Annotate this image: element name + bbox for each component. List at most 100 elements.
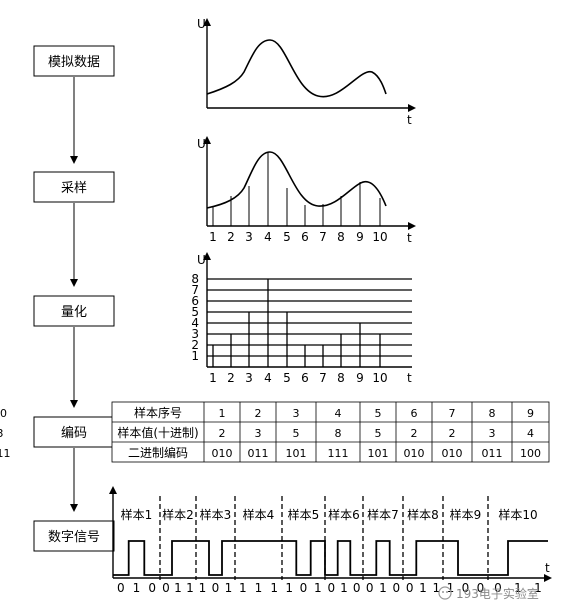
sample-index-label: 3 <box>245 371 253 385</box>
bit-label: 1 <box>314 581 322 595</box>
bit-label: 0 <box>162 581 170 595</box>
level-label: 4 <box>191 316 199 330</box>
bit-label: 0 <box>148 581 156 595</box>
table-cell: 3 <box>489 427 496 440</box>
bit-label: 0 <box>494 581 502 595</box>
sample-index-label: 2 <box>227 230 235 244</box>
bit-label: 1 <box>199 581 207 595</box>
watermark: 193电子实验室 <box>438 586 539 601</box>
bit-label: 1 <box>255 581 263 595</box>
sample-index-label: 4 <box>264 371 272 385</box>
table-cell: 010 <box>442 447 463 460</box>
sample-index-label: 10 <box>372 230 387 244</box>
sample-index-label: 8 <box>337 371 345 385</box>
bit-label: 0 <box>327 581 335 595</box>
sample-label: 样本10 <box>498 507 537 522</box>
bit-label: 0 <box>477 581 485 595</box>
step-quantization: 量化 <box>33 295 115 327</box>
table-cell: 7 <box>449 407 456 420</box>
bit-label: 1 <box>514 581 522 595</box>
sample-index-label: 7 <box>319 371 327 385</box>
level-label: 8 <box>191 272 199 286</box>
sample-index-label: 7 <box>319 230 327 244</box>
table-cell: 2 <box>219 427 226 440</box>
bit-label: 0 <box>366 581 374 595</box>
table-cell: 10 <box>0 407 7 420</box>
bit-label: 0 <box>406 581 414 595</box>
bit-label: 1 <box>270 581 278 595</box>
bit-label: 1 <box>225 581 233 595</box>
sample-label: 样本6 <box>328 507 360 522</box>
table-cell: 011 <box>482 447 503 460</box>
quantized-samples <box>212 279 381 367</box>
table-cell: 3 <box>0 427 4 440</box>
bit-label: 0 <box>462 581 470 595</box>
step-encoding: 编码 <box>33 416 115 448</box>
u-axis-label: U <box>197 253 206 267</box>
t-axis-label: t <box>407 113 412 127</box>
process-flow: 模拟数据 采样 量化 编码 数字信号 <box>33 45 115 552</box>
t-axis-label: t <box>545 561 550 575</box>
table-cell: 2 <box>449 427 456 440</box>
sample-label: 样本1 <box>121 507 153 522</box>
step-label: 编码 <box>61 426 87 441</box>
level-label: 2 <box>191 338 199 352</box>
step-label: 量化 <box>61 305 87 320</box>
table-cell: 2 <box>411 427 418 440</box>
sample-index-label: 8 <box>337 230 345 244</box>
sample-index-label: 1 <box>209 371 217 385</box>
sample-label: 样本2 <box>162 507 194 522</box>
sample-index-label: 6 <box>301 230 309 244</box>
step-analog-data: 模拟数据 <box>33 45 115 77</box>
sample-index-label: 6 <box>301 371 309 385</box>
encoding-table: 样本序号12345678910样本值(十进制)2358522343二进制编码01… <box>0 401 550 463</box>
step-label: 采样 <box>61 181 87 196</box>
level-label: 1 <box>191 349 199 363</box>
table-cell: 111 <box>328 447 349 460</box>
bit-label: 1 <box>285 581 293 595</box>
bit-label: 0 <box>353 581 361 595</box>
bit-label: 1 <box>419 581 427 595</box>
table-row-header: 样本值(十进制) <box>117 425 198 440</box>
table-cell: 4 <box>335 407 342 420</box>
bit-label: 0 <box>392 581 400 595</box>
level-label: 3 <box>191 327 199 341</box>
table-cell: 4 <box>527 427 534 440</box>
table-cell: 011 <box>0 447 11 460</box>
sample-label: 样本3 <box>200 507 232 522</box>
sample-label: 样本8 <box>407 507 439 522</box>
bit-label: 0 <box>300 581 308 595</box>
sample-label: 样本9 <box>450 507 482 522</box>
watermark-text: 193电子实验室 <box>456 586 539 601</box>
sample-index-label: 5 <box>283 371 291 385</box>
table-cell: 010 <box>212 447 233 460</box>
bit-label: 1 <box>133 581 141 595</box>
table-cell: 100 <box>520 447 541 460</box>
bit-label: 1 <box>379 581 387 595</box>
table-cell: 101 <box>368 447 389 460</box>
level-label: 6 <box>191 294 199 308</box>
sample-index-label: 1 <box>209 230 217 244</box>
step-sampling: 采样 <box>33 171 115 203</box>
table-cell: 2 <box>255 407 262 420</box>
sample-label: 样本7 <box>367 507 399 522</box>
sample-index-label: 9 <box>356 371 364 385</box>
table-cell: 8 <box>489 407 496 420</box>
table-cell: 6 <box>411 407 418 420</box>
table-cell: 5 <box>375 407 382 420</box>
table-cell: 5 <box>375 427 382 440</box>
table-cell: 8 <box>335 427 342 440</box>
sample-dividers <box>159 496 489 580</box>
bit-label: 1 <box>534 581 542 595</box>
level-label: 5 <box>191 305 199 319</box>
analog-curve <box>206 151 387 209</box>
bit-label: 0 <box>117 581 125 595</box>
bit-label: 0 <box>212 581 220 595</box>
